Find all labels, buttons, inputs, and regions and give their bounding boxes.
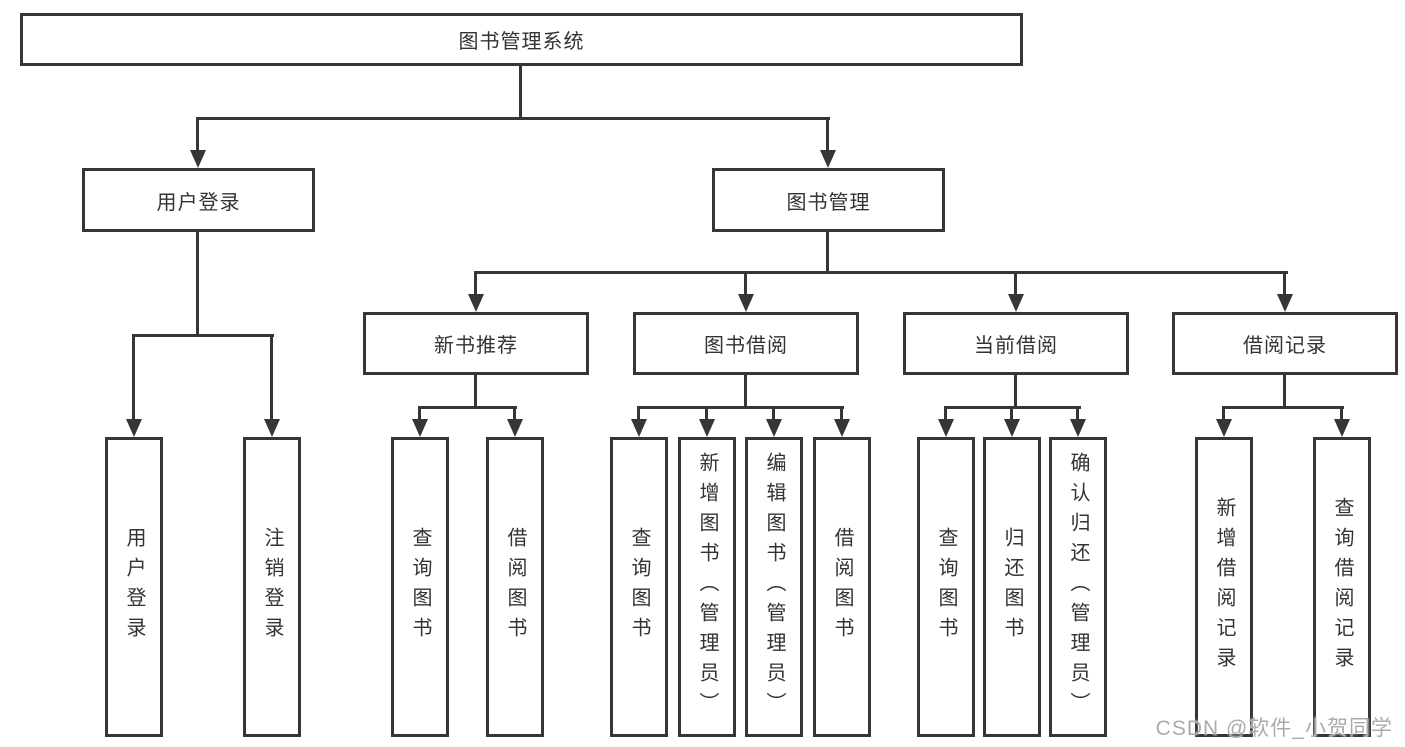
leaf-box-add-books-admin: 新增图书（管理员） <box>678 437 736 737</box>
connector <box>744 375 747 408</box>
node-label: 图书管理 <box>786 191 871 214</box>
leaf-box-borrow-books-1: 借阅图书 <box>486 437 544 737</box>
node-label: 新增图书（管理员） <box>696 452 718 722</box>
connector <box>196 118 199 152</box>
connector <box>772 407 775 421</box>
arrow-down-icon <box>766 419 782 437</box>
arrow-down-icon <box>1334 419 1350 437</box>
arrow-down-icon <box>1277 294 1293 312</box>
node-label: 借阅图书 <box>504 527 526 647</box>
arrow-down-icon <box>264 419 280 437</box>
node-label: 当前借阅 <box>974 335 1058 357</box>
connector <box>196 117 830 120</box>
connector <box>418 407 421 421</box>
connector <box>1222 407 1225 421</box>
node-box-new-book-recommendation: 新书推荐 <box>363 312 589 375</box>
connector <box>744 272 747 297</box>
node-box-book-borrowing: 图书借阅 <box>633 312 859 375</box>
node-label: 确认归还（管理员） <box>1067 452 1089 722</box>
connector <box>474 272 477 297</box>
node-label: 查询图书 <box>628 527 650 647</box>
leaf-box-query-books-1: 查询图书 <box>391 437 449 737</box>
arrow-down-icon <box>468 294 484 312</box>
arrow-down-icon <box>190 150 206 168</box>
leaf-box-query-borrow-record: 查询借阅记录 <box>1313 437 1371 737</box>
connector <box>1010 407 1013 421</box>
connector <box>944 407 947 421</box>
node-label: 图书借阅 <box>704 335 788 357</box>
node-label: 借阅图书 <box>831 527 853 647</box>
arrow-down-icon <box>820 150 836 168</box>
connector <box>1076 407 1079 421</box>
arrow-down-icon <box>1216 419 1232 437</box>
node-label: 查询借阅记录 <box>1331 497 1353 677</box>
arrow-down-icon <box>1008 294 1024 312</box>
connector <box>1283 375 1286 408</box>
csdn-watermark: CSDN @软件_小贺同学 <box>1155 717 1393 740</box>
connector <box>132 335 135 421</box>
arrow-down-icon <box>507 419 523 437</box>
node-label: 用户登录 <box>156 191 241 214</box>
arrow-down-icon <box>631 419 647 437</box>
connector <box>840 407 843 421</box>
node-label: 新书推荐 <box>434 335 518 357</box>
node-label: 编辑图书（管理员） <box>763 452 785 722</box>
connector <box>1014 272 1017 297</box>
leaf-box-add-borrow-record: 新增借阅记录 <box>1195 437 1253 737</box>
arrow-down-icon <box>1004 419 1020 437</box>
connector <box>826 118 829 152</box>
node-box-borrowing-records: 借阅记录 <box>1172 312 1398 375</box>
connector <box>637 406 844 409</box>
node-label: 新增借阅记录 <box>1213 497 1235 677</box>
node-label: 归还图书 <box>1001 527 1023 647</box>
arrow-down-icon <box>738 294 754 312</box>
arrow-down-icon <box>938 419 954 437</box>
leaf-box-return-books: 归还图书 <box>983 437 1041 737</box>
connector <box>705 407 708 421</box>
connector <box>474 375 477 408</box>
node-box-root: 图书管理系统 <box>20 13 1023 66</box>
connector <box>1014 375 1017 408</box>
leaf-box-edit-books-admin: 编辑图书（管理员） <box>745 437 803 737</box>
arrow-down-icon <box>834 419 850 437</box>
node-box-current-borrowing: 当前借阅 <box>903 312 1129 375</box>
node-box-book-management: 图书管理 <box>712 168 945 232</box>
arrow-down-icon <box>126 419 142 437</box>
node-label: 查询图书 <box>935 527 957 647</box>
node-label: 图书管理系统 <box>458 31 585 53</box>
connector <box>826 232 829 273</box>
leaf-box-logout: 注销登录 <box>243 437 301 737</box>
node-label: 查询图书 <box>409 527 431 647</box>
arrow-down-icon <box>1070 419 1086 437</box>
node-box-user-login: 用户登录 <box>82 168 315 232</box>
connector <box>196 232 199 335</box>
connector <box>1222 406 1344 409</box>
leaf-box-user-login: 用户登录 <box>105 437 163 737</box>
node-label: 注销登录 <box>261 527 283 647</box>
leaf-box-query-books-2: 查询图书 <box>610 437 668 737</box>
connector <box>637 407 640 421</box>
leaf-box-query-books-3: 查询图书 <box>917 437 975 737</box>
leaf-box-borrow-books-2: 借阅图书 <box>813 437 871 737</box>
connector <box>270 335 273 421</box>
arrow-down-icon <box>412 419 428 437</box>
connector <box>474 271 1288 274</box>
connector <box>519 66 522 118</box>
connector <box>1340 407 1343 421</box>
node-label: 借阅记录 <box>1243 335 1327 357</box>
arrow-down-icon <box>699 419 715 437</box>
connector <box>1283 272 1286 297</box>
connector <box>132 334 274 337</box>
node-label: 用户登录 <box>123 527 145 647</box>
connector <box>513 407 516 421</box>
leaf-box-confirm-return-admin: 确认归还（管理员） <box>1049 437 1107 737</box>
connector <box>418 406 517 409</box>
